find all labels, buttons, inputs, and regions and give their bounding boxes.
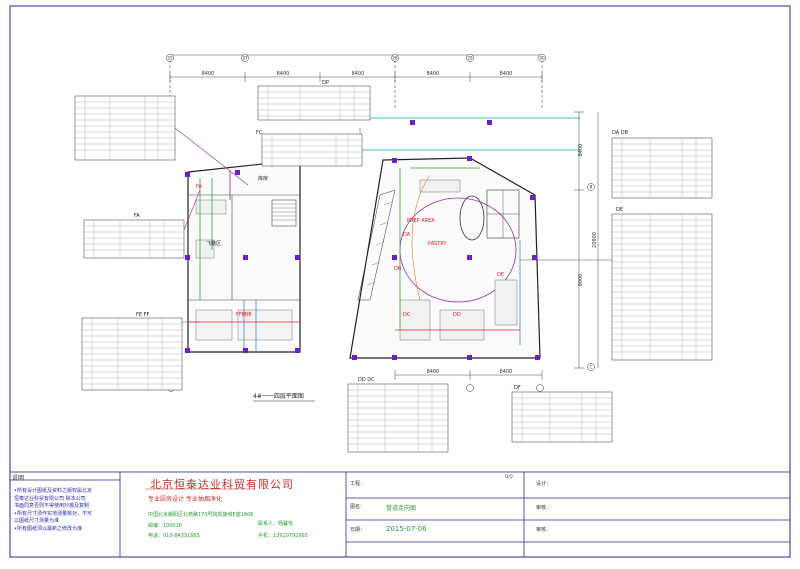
note-line: •所有尺寸须作实地测量核对，不可: [14, 510, 92, 517]
project-label: 工程：: [350, 481, 366, 487]
grid-label-b: B: [590, 185, 593, 190]
equipment-table-da-db: [611, 137, 713, 199]
dim-top-3: 8400: [352, 71, 365, 77]
rev-mark: Q/Q: [505, 474, 513, 479]
company-postcode: 邮编：100016: [148, 523, 183, 529]
equipment-table-dp: [257, 85, 371, 121]
dim-bottom-1: 8400: [427, 369, 440, 375]
title-block: [9, 471, 791, 558]
equipment-table-fa: [83, 189, 201, 259]
dim-top-1: 8400: [202, 71, 215, 77]
date-label: 日期：: [350, 527, 366, 533]
room-label-kufang: 库房: [258, 175, 268, 182]
equipment-table-fe-ff: [81, 317, 200, 391]
dimension-right: [574, 111, 599, 369]
equipment-table-df: [511, 391, 613, 443]
table-tag-de: DE: [616, 207, 623, 213]
note-line: 以图纸尺寸测量为准: [14, 518, 60, 525]
table-tag-fc: FC: [256, 130, 263, 136]
room-label-da: DA: [403, 232, 411, 238]
equipment-table-dd-dc: [347, 383, 449, 453]
supply-duct-top: [359, 117, 580, 151]
dim-right-3: 20800: [592, 232, 598, 248]
grid-axis-markers: [166, 54, 595, 392]
date-value: 2015-07-06: [386, 525, 427, 533]
approve-label: 审核：: [536, 527, 552, 533]
grid-label-30: 30: [539, 56, 545, 61]
note-line: 恒泰达业科贸有限公司 除本公司: [14, 495, 86, 502]
room-label-fa: FA: [196, 184, 202, 190]
table-tag-da-db: DA DB: [612, 130, 629, 136]
note-line: •所有设计图纸及资料之版权属北京: [14, 488, 92, 494]
room-label-prep: PREP AREA: [407, 218, 435, 224]
grid-label-25: 25: [167, 56, 173, 61]
grid-label-27: 27: [242, 56, 248, 61]
company-contact: 联系人：杨馨怡: [258, 521, 294, 527]
room-label-pastry: PASTRY: [428, 241, 447, 247]
floor-plan-title: 4#一一四层平面图: [253, 393, 304, 400]
table-tag-dp: DP: [322, 80, 329, 86]
grid-label-c: C: [590, 365, 593, 370]
room-label-dd: DD: [453, 312, 461, 318]
grid-label-28: 28: [392, 56, 398, 61]
dim-bottom-2: 8400: [500, 369, 513, 375]
dim-top-2: 8400: [277, 71, 290, 77]
right-building: [349, 120, 541, 360]
table-tag-df: DF: [514, 385, 521, 391]
notes-list: •所有设计图纸及资料之版权属北京 恒泰达业科贸有限公司 除本公司 书面同意否则不…: [14, 488, 92, 534]
room-label-dc: DC: [403, 312, 411, 318]
room-label-ff: FF精排: [236, 311, 252, 318]
equipment-table-fc: [74, 95, 249, 186]
dim-top-5: 8400: [500, 71, 513, 77]
company-mobile: 手机：13910792665: [258, 533, 308, 539]
dim-right-1: 8400: [578, 144, 584, 157]
design-label: 设计：: [536, 481, 552, 487]
company-phone: 电话：010-84331665: [148, 533, 200, 539]
check-label: 审核：: [536, 505, 552, 511]
company-name: 北京恒泰达业科贸有限公司: [150, 478, 294, 491]
grid-label-29: 29: [467, 56, 473, 61]
left-building: [185, 159, 301, 353]
dim-top-4: 8400: [427, 71, 440, 77]
table-tag-fe-ff: FE FF: [136, 312, 150, 318]
drawing-name-value: 管道走向图: [386, 505, 417, 512]
room-label-feipeng: 飞鹏区: [206, 240, 221, 247]
room-label-db: DB: [394, 266, 402, 272]
dimension-top: [169, 54, 543, 82]
notes-title: 说明: [12, 475, 25, 482]
table-tag-dd-dc: DD DC: [358, 377, 375, 383]
note-line: 书面同意否则不得使用抄袭及复制: [14, 503, 90, 510]
company-services: 专业厨房设计 专业抽烟净化: [148, 496, 222, 503]
table-tag-fa: FA: [134, 213, 140, 219]
equipment-table-de: [520, 213, 713, 361]
company-address: 中国北京朝阳区北苑路170号院凯旋城E座1806: [148, 512, 254, 518]
dim-right-2: 9000: [578, 274, 584, 287]
drawing-name-label: 图名：: [350, 504, 366, 510]
note-line: •所有图纸须以最新之修改为准: [14, 525, 82, 532]
equipment-table-fc-2: [261, 133, 363, 167]
room-label-de: DE: [497, 272, 504, 278]
dimension-bottom: [394, 370, 543, 380]
